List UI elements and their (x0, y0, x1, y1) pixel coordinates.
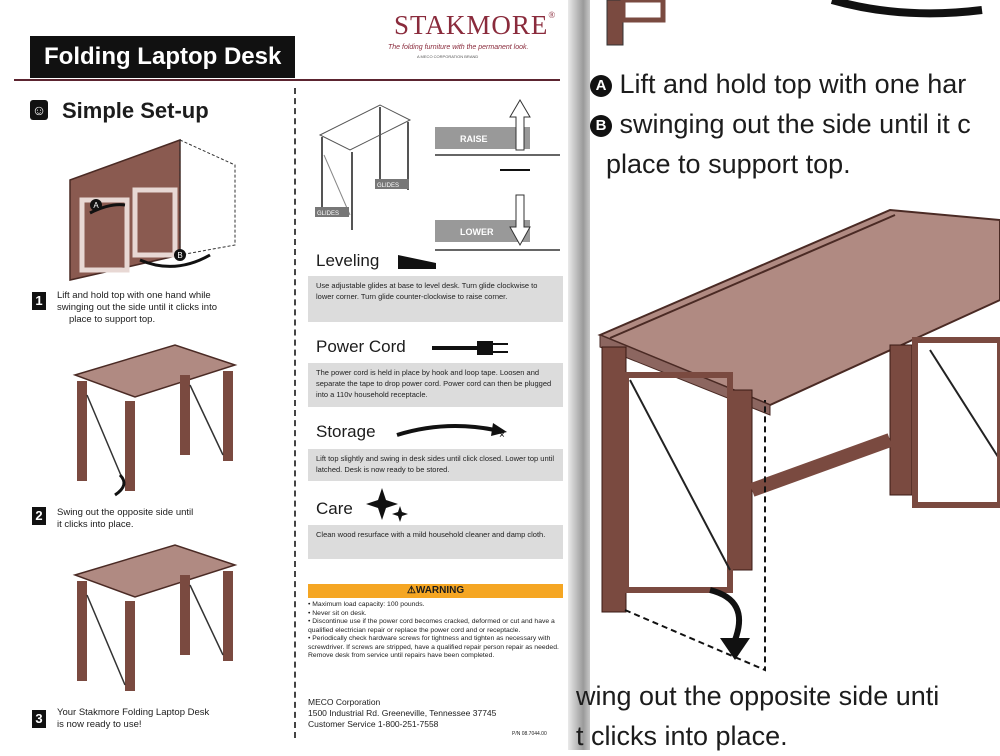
warning-list: • Maximum load capacity: 100 pounds. • N… (308, 601, 559, 659)
svg-text:B: B (177, 251, 182, 260)
zoom-step-2-text: wing out the opposite side unti t clicks… (576, 681, 940, 751)
zoomed-page: A Lift and hold top with one har B swing… (576, 0, 1000, 751)
power-cord-text: The power cord is held in place by hook … (308, 363, 563, 407)
warning-banner: ⚠WARNING (308, 584, 563, 598)
company-info: MECO Corporation 1500 Industrial Rd. Gre… (308, 697, 497, 729)
column-divider (294, 88, 296, 738)
step-1-text: Lift and hold top with one hand while sw… (57, 290, 217, 325)
svg-text:LOWER: LOWER (460, 227, 494, 237)
leveling-heading: Leveling (316, 251, 380, 270)
glides-diagram: GLIDES GLIDES RAISE LOWER (315, 99, 560, 251)
step-2-text: Swing out the opposite side until it cli… (57, 507, 194, 530)
brand-tagline: The folding furniture with the permanent… (388, 44, 529, 51)
zoom-step-1-text: A Lift and hold top with one har B swing… (590, 64, 1000, 184)
svg-text:GLIDES: GLIDES (317, 211, 339, 217)
setup-heading: Simple Set-up (62, 98, 209, 123)
smile-icon: ☺ (30, 100, 48, 120)
step-1-number: 1 (32, 292, 46, 310)
svg-text:A: A (93, 201, 99, 210)
step-2-number: 2 (32, 507, 46, 525)
step2-illustration (72, 344, 238, 497)
marker-b-icon: B (590, 115, 612, 137)
wedge-icon (398, 255, 436, 269)
part-number: P/N 08.7044.00 (512, 731, 547, 737)
step1-illustration: A B (69, 138, 236, 281)
sparkle-icon (366, 488, 408, 522)
power-plug-icon (432, 341, 508, 355)
svg-text:×: × (499, 430, 505, 441)
brand-subtitle: A MECO CORPORATION BRAND (417, 54, 479, 59)
leveling-text: Use adjustable glides at base to level d… (308, 276, 563, 322)
marker-a-icon: A (590, 75, 612, 97)
instruction-sheet: STAKMORE® The folding furniture with the… (14, 10, 563, 738)
step-3-text: Your Stakmore Folding Laptop Desk is now… (57, 707, 210, 730)
step-3-number: 3 (32, 710, 46, 728)
top-desk-fragment (606, 0, 983, 46)
power-cord-heading: Power Cord (316, 337, 406, 356)
swing-arrow-icon: × (396, 423, 507, 441)
step3-illustration (72, 544, 238, 691)
svg-text:GLIDES: GLIDES (377, 183, 399, 189)
warning-icon: ⚠ (406, 585, 416, 596)
page-title: Folding Laptop Desk (30, 36, 295, 78)
brand-logo: STAKMORE® (394, 10, 557, 40)
zoom-desk-illustration (597, 208, 1000, 672)
care-heading: Care (316, 499, 353, 518)
storage-heading: Storage (316, 422, 376, 441)
svg-text:RAISE: RAISE (460, 134, 488, 144)
care-text: Clean wood resurface with a mild househo… (308, 525, 563, 559)
title-rule (14, 79, 560, 81)
storage-text: Lift top slightly and swing in desk side… (308, 449, 563, 481)
